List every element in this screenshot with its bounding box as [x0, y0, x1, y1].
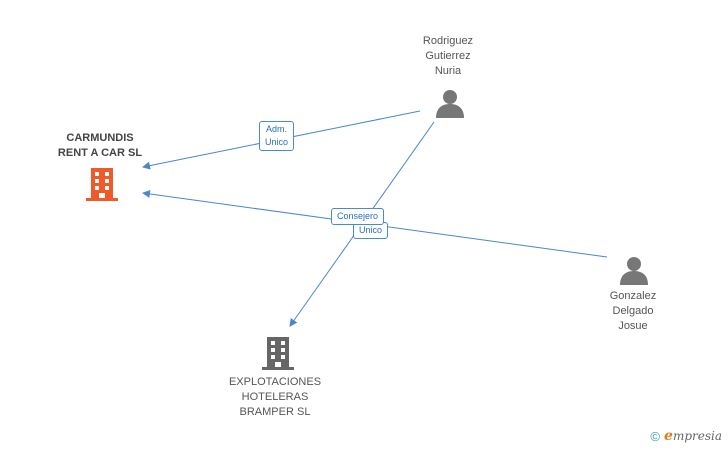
edge-label-adm-unico[interactable]: Adm. Unico	[259, 121, 295, 151]
node-label-rodriguez[interactable]: Rodriguez Gutierrez Nuria	[422, 35, 474, 77]
node-label-carmundis[interactable]: CARMUNDIS RENT A CAR SL	[57, 132, 143, 159]
node-label-gonzalez[interactable]: Gonzalez Delgado Josue	[609, 290, 657, 332]
edge-label-consejero[interactable]: Consejero	[331, 208, 385, 225]
brand-logo[interactable]: empresia	[664, 428, 722, 444]
edge-label-unico[interactable]: Unico	[353, 222, 389, 239]
node-label-explotaciones[interactable]: EXPLOTACIONES HOTELERAS BRAMPER SL	[228, 376, 322, 418]
person-icon[interactable]	[434, 88, 466, 123]
building-icon[interactable]	[262, 335, 294, 376]
copyright-icon: ©	[650, 428, 661, 444]
person-icon[interactable]	[618, 255, 650, 290]
footer-brand: © empresia	[650, 428, 722, 444]
building-icon[interactable]	[86, 166, 118, 207]
